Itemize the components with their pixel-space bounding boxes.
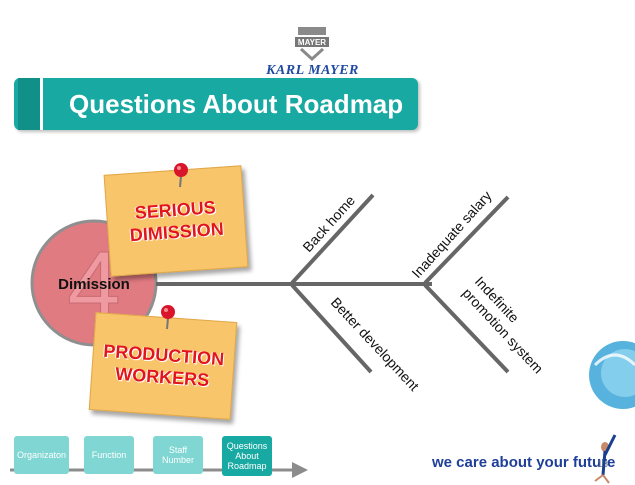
footer-slogan: we care about your future (432, 454, 616, 471)
title-banner: Questions About Roadmap (14, 78, 418, 130)
bone-lower-left (290, 283, 373, 374)
title-accent (18, 78, 43, 130)
bone-upper-right (423, 195, 510, 285)
nav-step-staff-number[interactable]: Staff Number (153, 436, 203, 474)
mayer-emblem-icon: MAYER (295, 27, 329, 61)
branch-label-inadequate-salary: Inadequate salary (408, 188, 494, 281)
logo-mark-text: MAYER (298, 38, 326, 47)
pushpin-icon (161, 305, 175, 330)
nav-step-organization[interactable]: Organizaton (14, 436, 69, 474)
karl-mayer-logo: MAYER KARL MAYER (255, 25, 370, 80)
branch-label-indefinite-promotion: Indefinitepromotion system (459, 273, 558, 376)
nav-step-function[interactable]: Function (84, 436, 134, 474)
nav-step-label: Organizaton (16, 450, 67, 460)
logo-brand-text: KARL MAYER (266, 63, 359, 78)
note-text-production-workers: PRODUCTION WORKERS (102, 340, 225, 391)
pushpin-icon (174, 163, 188, 188)
note-text-serious-dimission: SERIOUS DIMISSION (129, 197, 225, 246)
center-label: Dimission (58, 276, 130, 293)
nav-step-label: Function (91, 450, 127, 460)
timeline-arrow-head (292, 462, 308, 478)
swimmer-decoration-icon (589, 341, 635, 484)
page-title: Questions About Roadmap (69, 89, 404, 119)
bone-upper-left (290, 193, 375, 285)
branch-label-better-development: Better development (328, 294, 423, 394)
bone-lower-right (423, 283, 510, 374)
nav-step-questions-roadmap[interactable]: Questions About Roadmap (222, 436, 272, 476)
nav-step-label: Questions About Roadmap (226, 441, 268, 471)
nav-step-label: Staff Number (161, 445, 194, 465)
